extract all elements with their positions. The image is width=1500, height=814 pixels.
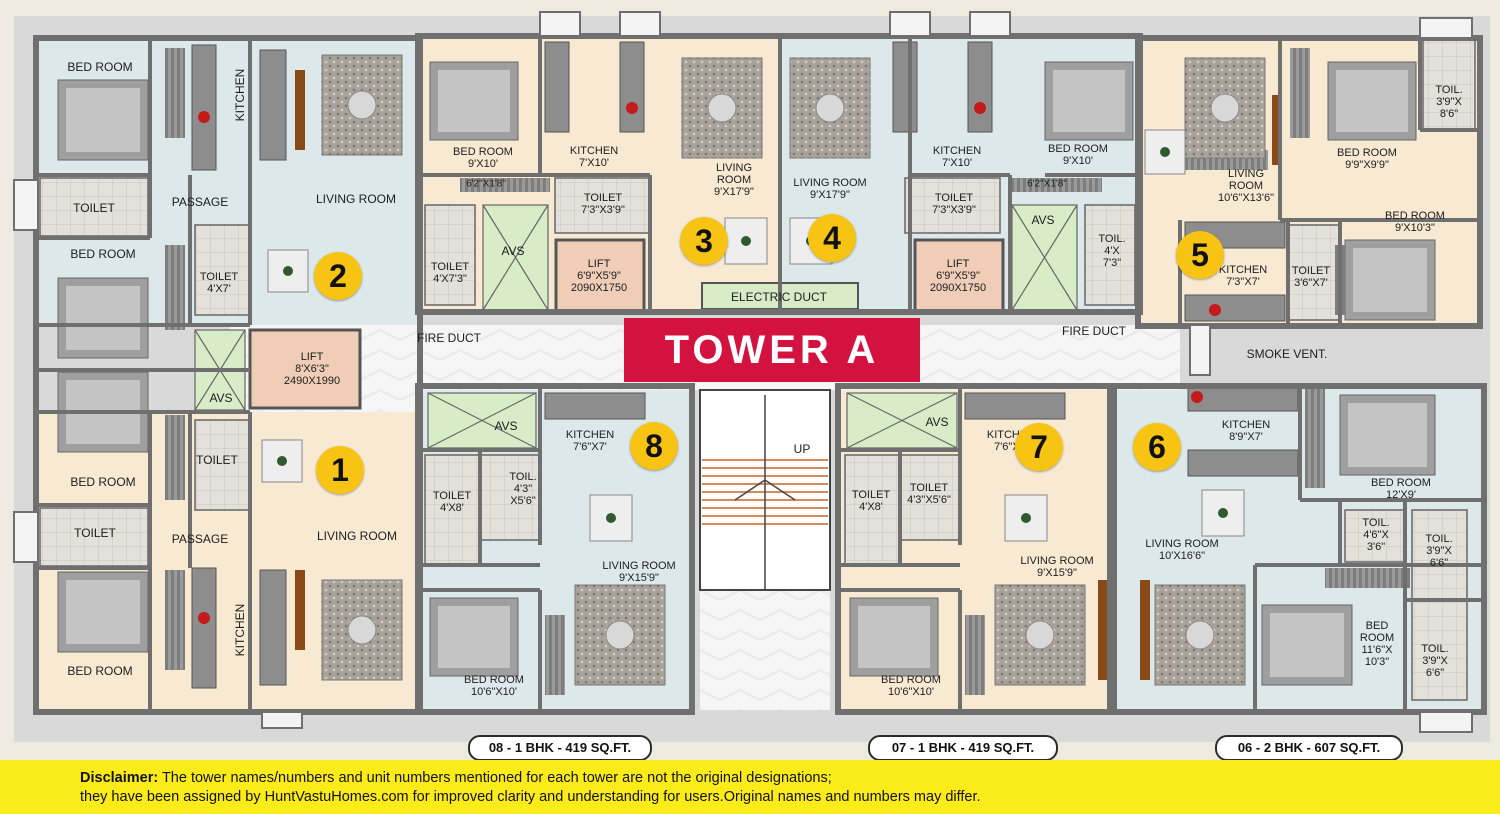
room-label: TOILET 4'X7' xyxy=(199,271,239,295)
room-label: BED ROOM 11'6"X 10'3" xyxy=(1359,620,1395,668)
room-label: KITCHEN 7'6"X7' xyxy=(565,429,615,453)
room-label: TOILET 4'3"X5'6" xyxy=(907,482,951,506)
room-label: LIVING ROOM 9'X15'9" xyxy=(1020,555,1094,579)
room-label: KITCHEN 7'3"X7' xyxy=(1218,264,1268,288)
room-label: TOILET 4'X8' xyxy=(851,489,891,513)
room-label: AVS xyxy=(1031,213,1055,227)
room-label: AVS xyxy=(494,419,518,433)
room-label: ELECTRIC DUCT xyxy=(730,290,828,304)
room-label: TOIL. 3'9"X 6'6" xyxy=(1421,643,1449,679)
room-label: TOIL. 3'9"X 6'6" xyxy=(1425,533,1453,569)
room-label: BED ROOM xyxy=(70,247,136,261)
room-label: LIFT 6'9"X5'9" 2090X1750 xyxy=(929,258,987,294)
room-label: LIVING ROOM 10'6"X13'6" xyxy=(1217,168,1275,204)
unit-badge-5: 5 xyxy=(1176,231,1224,279)
room-label: BED ROOM 10'6"X10' xyxy=(881,674,941,698)
room-label: KITCHEN 7'X10' xyxy=(569,145,619,169)
disclaimer-line-2: they have been assigned by HuntVastuHome… xyxy=(80,789,981,805)
room-label: FIRE DUCT xyxy=(417,331,481,345)
room-label: TOIL. 4'X 7'3" xyxy=(1098,233,1126,269)
room-label: LIVING ROOM 9'X17'9" xyxy=(714,162,754,198)
unit-badge-2: 2 xyxy=(314,252,362,300)
room-label: LIVING ROOM 10'X16'6" xyxy=(1145,538,1219,562)
room-label: LIFT 6'9"X5'9" 2090X1750 xyxy=(570,258,628,294)
room-label: BED ROOM 10'6"X10' xyxy=(464,674,524,698)
room-label: KITCHEN 7'X10' xyxy=(932,145,982,169)
room-label: LIVING ROOM xyxy=(315,192,397,206)
tower-title-banner: TOWER A xyxy=(624,318,920,382)
room-label: PASSAGE xyxy=(171,195,229,209)
room-label: TOILET 4'X7'3" xyxy=(430,261,470,285)
unit-tag-07: 07 - 1 BHK - 419 SQ.FT. xyxy=(868,735,1058,761)
room-label: BED ROOM 9'X10' xyxy=(453,146,513,170)
unit-badge-8: 8 xyxy=(630,422,678,470)
disclaimer-line-1: Disclaimer: The tower names/numbers and … xyxy=(80,770,832,786)
room-label: TOILET 3'6"X7' xyxy=(1291,265,1331,289)
room-label: TOILET xyxy=(74,526,116,540)
disclaimer-heading: Disclaimer: xyxy=(80,770,159,786)
room-label: BED ROOM 9'9"X9'9" xyxy=(1337,147,1397,171)
room-label: BED ROOM xyxy=(67,664,133,678)
unit-tag-08: 08 - 1 BHK - 419 SQ.FT. xyxy=(468,735,652,761)
room-label: 6'2"X1'8" xyxy=(1027,178,1067,190)
room-label: AVS xyxy=(209,391,233,405)
room-label: LIVING ROOM 9'X15'9" xyxy=(602,560,676,584)
room-label: TOILET xyxy=(73,201,115,215)
room-label: 6'2"X1'8" xyxy=(466,178,506,190)
room-label: LIVING ROOM xyxy=(316,529,398,543)
room-label: UP xyxy=(793,442,811,456)
unit-tag-06: 06 - 2 BHK - 607 SQ.FT. xyxy=(1215,735,1403,761)
room-label: TOIL. 4'6"X 3'6" xyxy=(1362,517,1390,553)
room-label: LIVING ROOM 9'X17'9" xyxy=(793,177,867,201)
unit-badge-3: 3 xyxy=(680,217,728,265)
unit-badge-1: 1 xyxy=(316,446,364,494)
unit-badge-7: 7 xyxy=(1015,423,1063,471)
room-label: BED ROOM xyxy=(67,60,133,74)
room-label: TOILET 7'3"X3'9" xyxy=(932,192,976,216)
disclaimer-bar: Disclaimer: The tower names/numbers and … xyxy=(0,760,1500,814)
room-label: TOILET xyxy=(196,453,238,467)
room-label: AVS xyxy=(925,415,949,429)
room-label: BED ROOM xyxy=(70,475,136,489)
room-label: FIRE DUCT xyxy=(1062,324,1126,338)
room-label: TOILET 7'3"X3'9" xyxy=(581,192,625,216)
room-label: BED ROOM 9'X10' xyxy=(1048,143,1108,167)
room-label: LIFT 8'X6'3" 2490X1990 xyxy=(283,351,341,387)
room-label: SMOKE VENT. xyxy=(1246,347,1328,361)
room-label: TOILET 4'X8' xyxy=(432,490,472,514)
room-label: TOIL. 3'9"X 8'6" xyxy=(1435,84,1463,120)
room-label: TOIL. 4'3" X5'6" xyxy=(509,471,537,507)
lift-center-left xyxy=(554,238,646,314)
room-label: BED ROOM 9'X10'3" xyxy=(1385,210,1445,234)
room-label: KITCHEN xyxy=(233,603,247,657)
room-label: KITCHEN xyxy=(233,68,247,122)
room-label: PASSAGE xyxy=(171,532,229,546)
unit-badge-4: 4 xyxy=(808,214,856,262)
room-label: KITCHEN 8'9"X7' xyxy=(1221,419,1271,443)
disclaimer-text-1: The tower names/numbers and unit numbers… xyxy=(158,770,832,786)
unit-badge-6: 6 xyxy=(1133,423,1181,471)
room-label: BED ROOM 12'X9' xyxy=(1371,477,1431,501)
room-label: AVS xyxy=(501,244,525,258)
